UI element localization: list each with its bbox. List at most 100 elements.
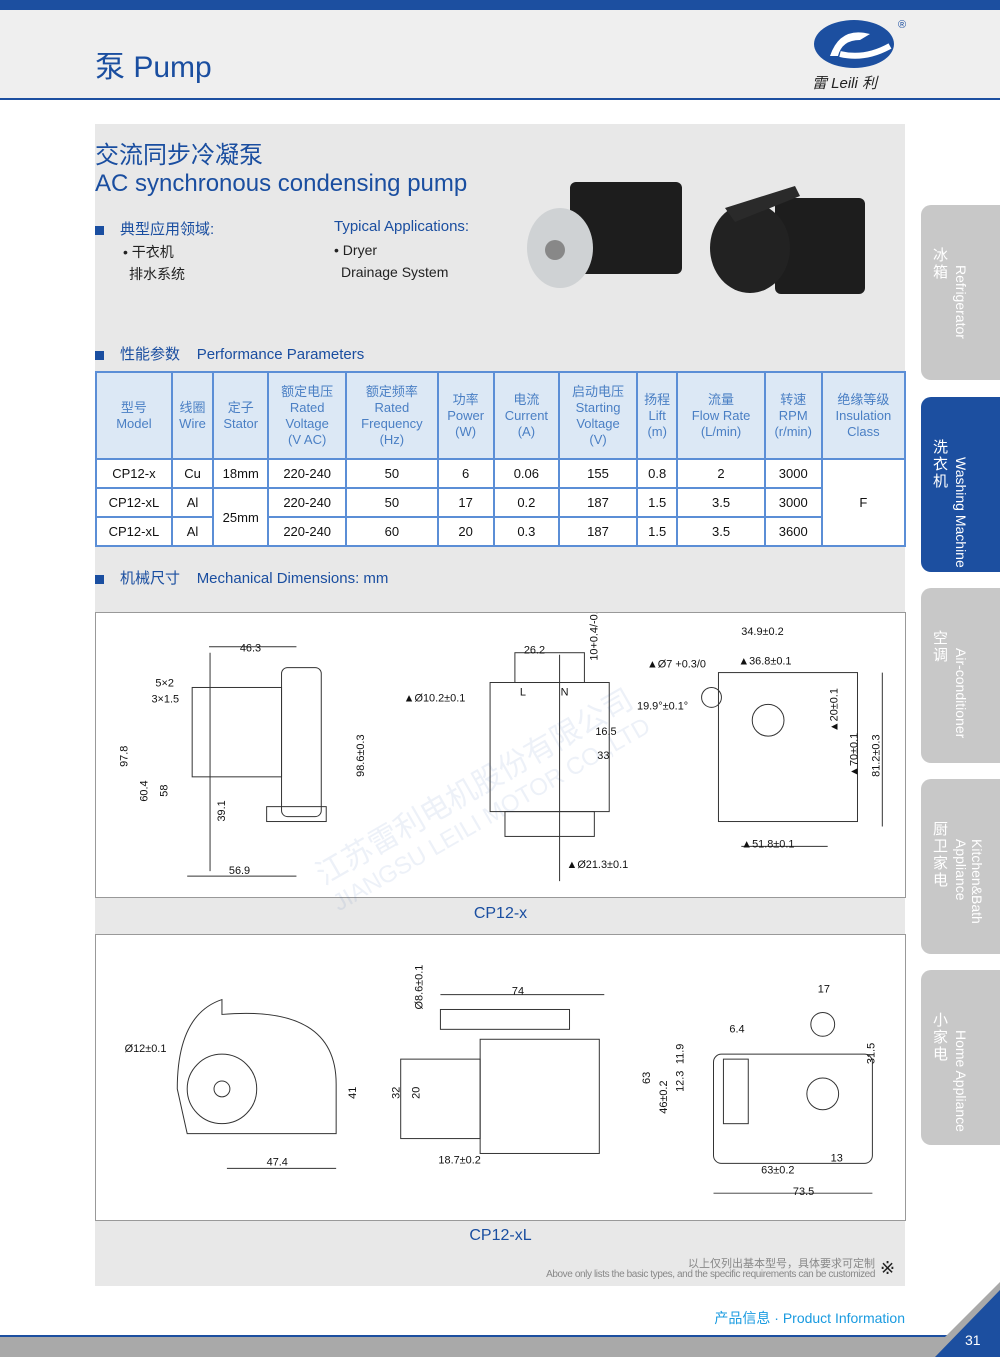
dimension-label: 74 [512,986,524,998]
table-cell: 3.5 [676,516,766,547]
dimension-label: ▲20±0.1 [829,688,841,732]
table-cell: 3000 [763,458,823,489]
table-cell: 3600 [763,516,823,547]
dimension-label: 63 [641,1072,653,1084]
table-cell: 18mm [212,458,270,489]
table-cell: Al [170,516,215,547]
tab-label-en: Washing Machine [953,457,969,568]
top-bar [0,0,1000,10]
dimension-label: L [520,686,526,698]
table-cell: 220-240 [267,487,348,518]
customize-note-cn: 以上仅列出基本型号，具体要求可定制 [688,1258,875,1270]
dimension-label: ▲Ø10.2±0.1 [404,692,466,704]
dimension-label: 56.9 [229,865,250,877]
table-cell: 50 [345,487,439,518]
dimension-label: N [561,686,569,698]
applications-heading-cn: 典型应用领域: [95,218,214,239]
footer-bar [0,1335,1000,1357]
dimension-label: 5×2 [155,677,174,689]
tab-label-en: Refrigerator [953,265,969,339]
table-cell: 20 [436,516,495,547]
dimension-label: 26.2 [524,645,545,657]
table-cell: 0.2 [492,487,561,518]
tab-label-cn: 洗衣机 [933,439,949,490]
table-cell: CP12-x [95,458,173,489]
table-cell: 25mm [212,487,270,547]
application-item: • Dryer [334,242,378,258]
dimension-label: 3×1.5 [151,693,179,705]
table-cell: F [820,458,907,547]
dimension-label: 63±0.2 [761,1164,794,1176]
tab-label-cn: 空调 [933,630,949,664]
table-cell: 155 [558,458,638,489]
page-title: 泵 Pump [95,51,212,84]
customize-note-en: Above only lists the basic types, and th… [546,1269,875,1280]
tab-label-en: Air-conditioner [953,648,969,739]
dimension-label: 6.4 [729,1023,744,1035]
table-cell: 17 [436,487,495,518]
dimension-label: 81.2±0.3 [870,734,882,776]
dimension-label: 73.5 [793,1186,814,1198]
dimension-label: 17 [818,984,830,996]
dimension-label: 16.5 [595,726,616,738]
dimension-label: 18.7±0.2 [438,1154,480,1166]
applications-heading-en: Typical Applications: [334,218,470,235]
table-cell: 1.5 [635,487,679,518]
table-cell: Al [170,487,215,518]
reference-mark-icon: ※ [880,1258,896,1278]
dimension-label: 34.9±0.2 [741,626,783,638]
table-cell: 60 [345,516,439,547]
dimension-label: 39.1 [216,800,228,821]
table-cell: 187 [558,487,638,518]
dimension-label: 33 [597,750,609,762]
table-cell: CP12-xL [95,487,173,518]
leili-logo: ® 雷 Leili 利 [812,19,906,92]
tab-label-en: Kitchen&Bath Appliance [953,839,985,924]
table-cell: Cu [170,458,215,489]
tab-label-cn: 厨卫家电 [933,821,949,889]
table-cell: 50 [345,458,439,489]
dimension-label: ▲Ø21.3±0.1 [567,859,629,871]
dimension-label: 41 [347,1087,359,1099]
dimension-label: ▲70±0.1 [848,733,860,777]
dimension-label: Ø12±0.1 [125,1043,167,1055]
page-number: 31 [965,1332,981,1348]
cp12xl-caption: CP12-xL [469,1227,532,1244]
dimension-label: 98.6±0.3 [355,734,367,776]
table-cell: 2 [676,458,766,489]
dimension-label: ▲Ø7 +0.3/0 [647,659,706,671]
dimension-label: 46±0.2 [658,1080,670,1113]
pump-product-photo [527,182,865,294]
dimension-label: 13 [831,1152,843,1164]
table-cell: 3.5 [676,487,766,518]
dimension-label: 20 [411,1087,423,1099]
application-item: • 干衣机 [123,244,174,260]
dimension-label: 31.5 [865,1043,877,1064]
table-cell: 220-240 [267,516,348,547]
svg-text:雷 Leili 利: 雷 Leili 利 [812,75,879,92]
dimension-label: 58 [158,785,170,797]
application-item: 排水系统 [129,266,185,282]
table-cell: CP12-xL [95,516,173,547]
dimension-label: 19.9°±0.1° [637,700,688,712]
